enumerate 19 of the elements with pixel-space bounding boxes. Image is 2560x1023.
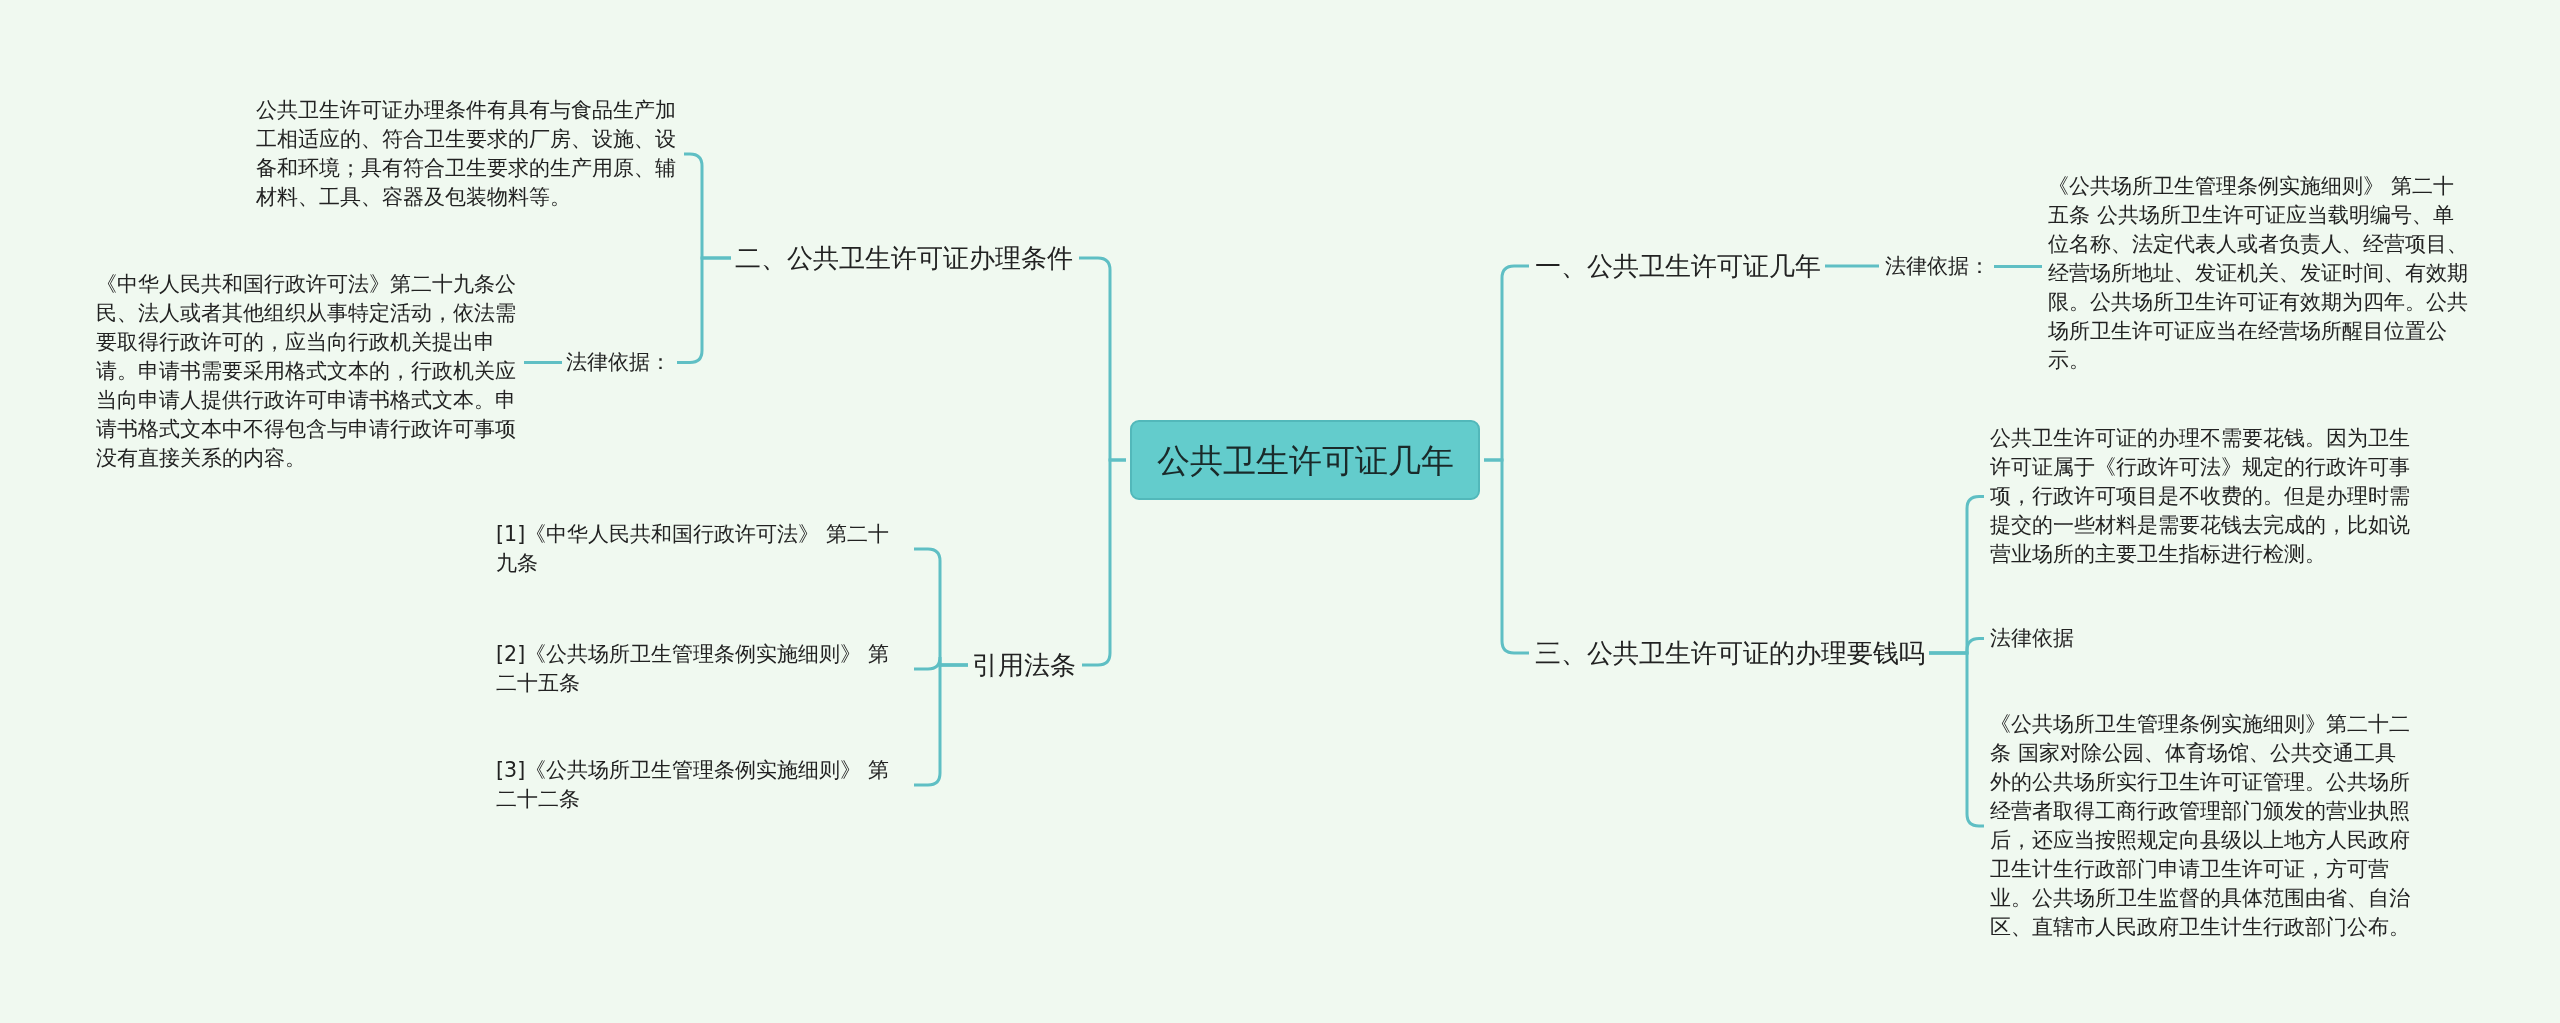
sub-topic: 法律依据： — [1885, 252, 1990, 281]
connector-line — [524, 361, 562, 364]
note-text: 《中华人民共和国行政许可法》第二十九条公民、法人或者其他组织从事特定活动，依法需要取得行政许可的，应当向行政机关提出申请。申请书需要采用格式文本的，行政机关应当向申请人提供行政许可申请书格式文本。申请书格式文本中不得包含与申请行政许可事项没有直接关系的内容。 — [96, 270, 518, 473]
note-text: 公共卫生许可证办理条件有具有与食品生产加工相适应的、符合卫生要求的厂房、设施、设备和环境；具有符合卫生要求的生产用原、辅材料、工具、容器及包装物料等。 — [256, 96, 678, 212]
central-topic-box: 公共卫生许可证几年 — [1130, 420, 1480, 500]
note-text: [2]《公共场所卫生管理条例实施细则》 第二十五条 — [496, 640, 908, 698]
branch-topic: 一、公共卫生许可证几年 — [1535, 248, 1821, 284]
note-text: 《公共场所卫生管理条例实施细则》第二十二条 国家对除公园、体育场馆、公共交通工具外的公共场所实行卫生许可证管理。公共场所经营者取得工商行政管理部门颁发的营业执照后，还应当按照规定向县级以上地方人民政府卫生计生行政部门申请卫生许可证，方可营业。公共场所卫生监督的具体范围由省、自治区、直辖市人民政府卫生计生行政部门公布。 — [1990, 710, 2412, 942]
connector-line — [1994, 265, 2042, 268]
note-text: [1]《中华人民共和国行政许可法》 第二十九条 — [496, 520, 908, 578]
branch-topic: 引用法条 — [972, 647, 1076, 683]
sub-topic: 法律依据： — [566, 348, 671, 377]
note-text: [3]《公共场所卫生管理条例实施细则》 第二十二条 — [496, 756, 908, 814]
note-text: 《公共场所卫生管理条例实施细则》 第二十五条 公共场所卫生许可证应当载明编号、单位名称、法定代表人或者负责人、经营项目、经营场所地址、发证机关、发证时间、有效期限。公共场所卫生许可证有效期为四年。公共场所卫生许可证应当在经营场所醒目位置公示。 — [2048, 172, 2470, 375]
branch-topic: 三、公共卫生许可证的办理要钱吗 — [1535, 635, 1925, 671]
branch-topic: 二、公共卫生许可证办理条件 — [735, 240, 1073, 276]
note-text: 公共卫生许可证的办理不需要花钱。因为卫生许可证属于《行政许可法》规定的行政许可事项，行政许可项目是不收费的。但是办理时需提交的一些材料是需要花钱去完成的，比如说营业场所的主要卫生指标进行检测。 — [1990, 424, 2412, 569]
connector-line — [1825, 264, 1879, 268]
sub-topic: 法律依据 — [1990, 624, 2074, 653]
